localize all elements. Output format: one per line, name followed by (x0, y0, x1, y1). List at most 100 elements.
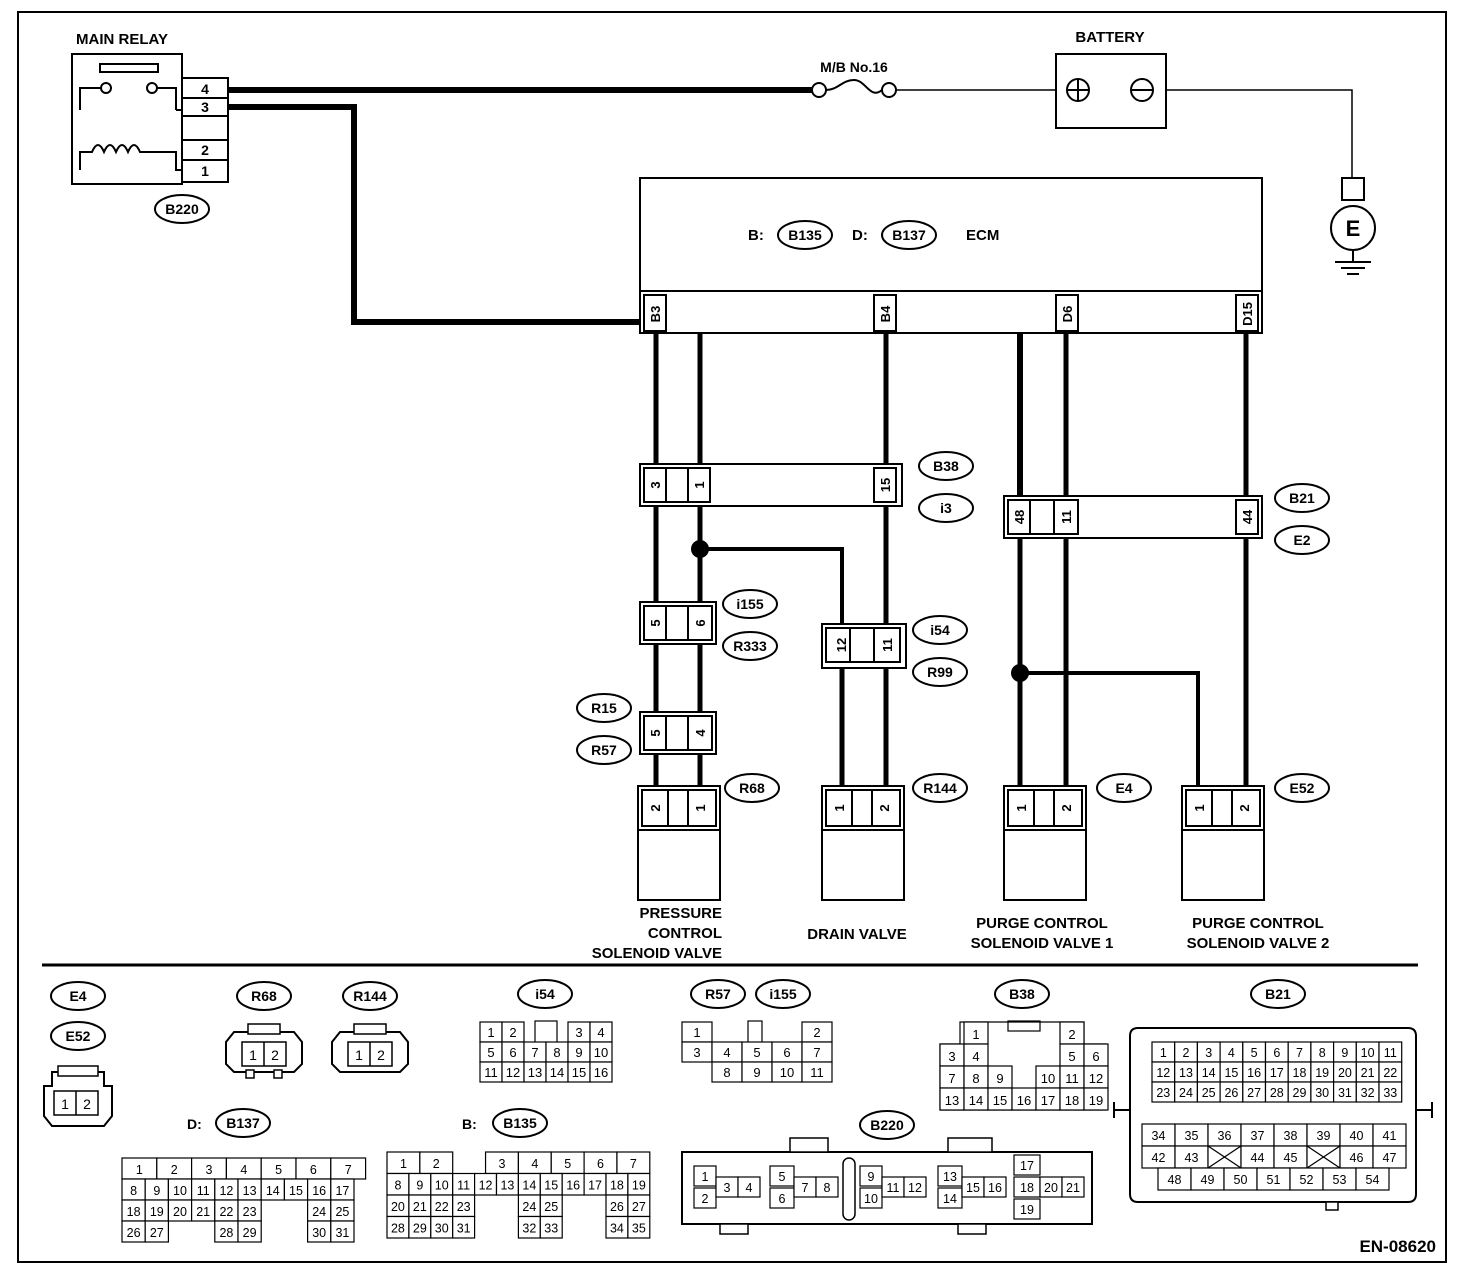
svg-text:i54: i54 (535, 986, 555, 1002)
pin-label: 11 (484, 1065, 498, 1080)
valve-pin: 1 (1014, 804, 1029, 811)
legend-label-i54 (517, 979, 573, 1009)
svg-text:29: 29 (243, 1226, 257, 1240)
svg-text:B:: B: (462, 1116, 477, 1132)
svg-text:13: 13 (243, 1184, 257, 1198)
svg-text:7: 7 (345, 1163, 352, 1177)
svg-text:B135: B135 (788, 227, 822, 243)
svg-text:1: 1 (1160, 1046, 1167, 1060)
ground-terminal (1341, 177, 1365, 201)
svg-text:B38: B38 (933, 458, 959, 474)
svg-text:3: 3 (724, 1181, 731, 1195)
svg-text:4: 4 (693, 729, 708, 737)
svg-text:23: 23 (457, 1200, 471, 1214)
svg-text:4: 4 (746, 1181, 753, 1195)
ecm-body (639, 177, 1263, 334)
svg-text:12: 12 (219, 1184, 233, 1198)
svg-text:R68: R68 (251, 988, 277, 1004)
pin-label: 1 (972, 1027, 979, 1042)
svg-text:5: 5 (648, 729, 663, 736)
pin-label: 2 (813, 1025, 820, 1040)
svg-text:21: 21 (413, 1200, 427, 1214)
svg-text:24: 24 (522, 1200, 536, 1214)
pin-label: 15 (572, 1065, 586, 1080)
svg-text:8: 8 (1319, 1046, 1326, 1060)
pin-label: 8 (553, 1045, 560, 1060)
pin-label: 4 (723, 1045, 730, 1060)
connector-i155: 5 6 i155 R333 (639, 589, 778, 661)
pin-label: 4 (972, 1049, 979, 1064)
svg-text:15: 15 (289, 1184, 303, 1198)
valve-pin: 1 (1192, 804, 1207, 811)
pin-label: 11 (1065, 1071, 1079, 1086)
svg-text:B38: B38 (1009, 986, 1035, 1002)
pin-label: 14 (550, 1065, 564, 1080)
svg-text:i155: i155 (736, 596, 763, 612)
legend-label-r68 (236, 981, 292, 1011)
svg-text:46: 46 (1350, 1151, 1364, 1165)
svg-text:3: 3 (206, 1163, 213, 1177)
svg-text:18: 18 (127, 1205, 141, 1219)
svg-text:11: 11 (880, 638, 895, 652)
svg-text:11: 11 (197, 1184, 210, 1198)
svg-text:15: 15 (878, 478, 893, 492)
svg-text:21: 21 (1361, 1066, 1375, 1080)
svg-text:35: 35 (1185, 1129, 1199, 1143)
pin-label: 16 (1017, 1093, 1031, 1108)
pin-label: 16 (594, 1065, 608, 1080)
svg-text:5: 5 (779, 1170, 786, 1184)
legend-label-i155 (755, 979, 811, 1009)
legend-label-b21 (1250, 979, 1306, 1009)
pin-label: 10 (1041, 1071, 1055, 1086)
valve-name: SOLENOID VALVE 2 (1187, 935, 1330, 952)
pin-label: 10 (780, 1065, 794, 1080)
pin-label: 2 (1068, 1027, 1075, 1042)
svg-text:1: 1 (400, 1157, 407, 1171)
svg-text:7: 7 (1296, 1046, 1303, 1060)
valve-connector-label (1096, 773, 1152, 803)
svg-text:1: 1 (692, 481, 707, 488)
svg-text:B21: B21 (1289, 490, 1315, 506)
svg-text:2: 2 (377, 1047, 385, 1063)
svg-text:20: 20 (1338, 1066, 1352, 1080)
battery: BATTERY (1055, 29, 1167, 129)
svg-text:2: 2 (702, 1192, 709, 1206)
pin-label: 14 (969, 1093, 983, 1108)
fuse-terminal (811, 82, 827, 98)
svg-text:24: 24 (312, 1205, 326, 1219)
valve-pin: 2 (877, 804, 892, 811)
svg-text:7: 7 (630, 1157, 637, 1171)
relay-pin: 4 (201, 81, 209, 97)
svg-text:4: 4 (1228, 1046, 1235, 1060)
svg-text:B137: B137 (892, 227, 926, 243)
svg-text:33: 33 (1383, 1086, 1397, 1100)
svg-text:10: 10 (864, 1192, 878, 1206)
valve-pin: 1 (832, 804, 847, 811)
legend-label-e52 (50, 1021, 106, 1051)
pin-label: 1 (487, 1025, 494, 1040)
svg-text:2: 2 (1183, 1046, 1190, 1060)
valve-name: PRESSURE (639, 905, 722, 922)
svg-text:19: 19 (1315, 1066, 1329, 1080)
fuse: M/B No.16 (811, 59, 897, 98)
svg-text:19: 19 (632, 1179, 646, 1193)
pin-label: 8 (723, 1065, 730, 1080)
valve-pin: 2 (1059, 804, 1074, 811)
svg-text:R144: R144 (353, 988, 387, 1004)
svg-text:25: 25 (544, 1200, 558, 1214)
relay-connector (181, 77, 229, 183)
svg-text:3: 3 (1205, 1046, 1212, 1060)
relay-coil-icon (79, 144, 182, 171)
relay-pin: 3 (201, 99, 209, 115)
svg-text:34: 34 (1152, 1129, 1166, 1143)
svg-text:B:: B: (748, 227, 764, 244)
svg-text:11: 11 (1059, 510, 1074, 524)
svg-text:27: 27 (1247, 1086, 1261, 1100)
svg-text:E52: E52 (1290, 780, 1315, 796)
svg-text:33: 33 (544, 1222, 558, 1236)
